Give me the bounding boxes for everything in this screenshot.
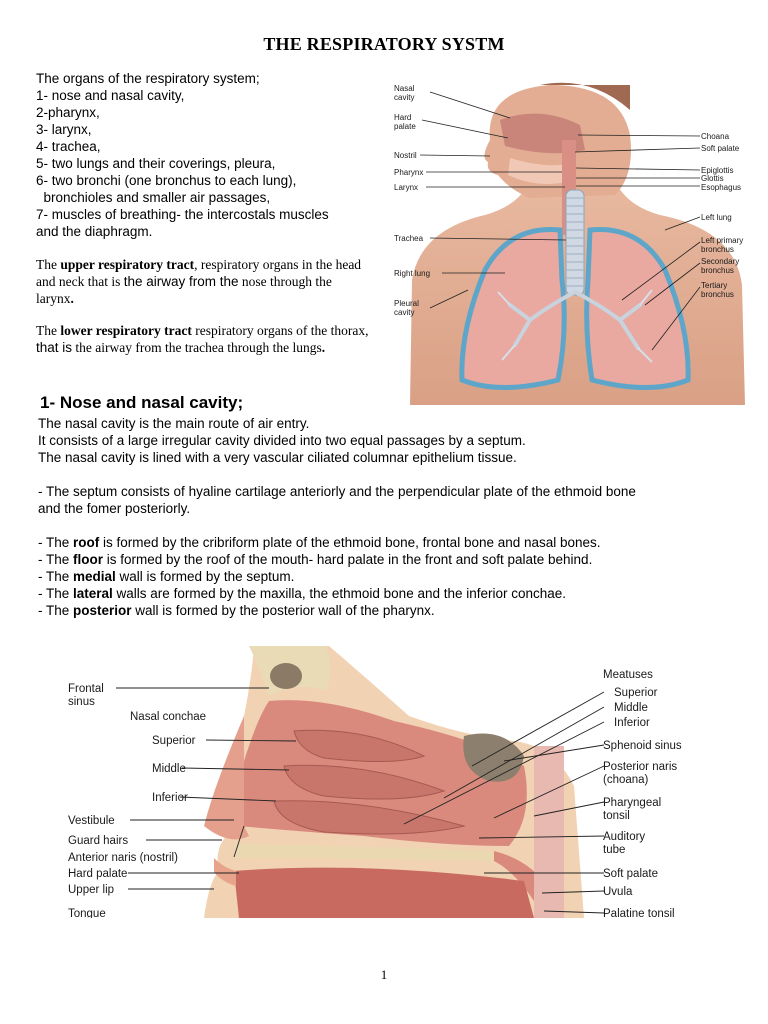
label-soft-palate: Soft palate: [701, 144, 740, 153]
label-tertiary-bronchus-2: bronchus: [701, 290, 734, 299]
label-hard-palate-2: palate: [394, 122, 416, 131]
label-frontal-sinus: Frontal: [68, 683, 104, 695]
label-meatus-superior: Superior: [614, 687, 658, 699]
organ-item: bronchioles and smaller air passages,: [36, 190, 271, 205]
section-heading: 1- Nose and nasal cavity;: [40, 393, 244, 412]
label-epiglottis: Epiglottis: [701, 166, 733, 175]
organs-list: The organs of the respiratory system; 1-…: [36, 70, 376, 240]
lower-term: lower respiratory tract: [60, 323, 192, 338]
label-sphenoid-sinus: Sphenoid sinus: [603, 740, 682, 752]
septum-line: - The septum consists of hyaline cartila…: [38, 484, 636, 499]
organ-item: 5- two lungs and their coverings, pleura…: [36, 156, 276, 171]
upper-end: .: [70, 291, 74, 306]
wall-lateral: - The lateral walls are formed by the ma…: [38, 586, 567, 601]
lower-end: .: [321, 340, 326, 355]
label-pharyngeal-tonsil: Pharyngeal: [603, 797, 661, 809]
septum-line: and the fomer posteriorly.: [38, 501, 191, 516]
label-vestibule: Vestibule: [68, 815, 115, 827]
organ-item: 6- two bronchi (one bronchus to each lun…: [36, 173, 297, 188]
label-meatuses: Meatuses: [603, 669, 653, 681]
label-pleural-cavity: Pleural: [394, 299, 419, 308]
nasal-cavity-text: The nasal cavity is the main route of ai…: [38, 415, 738, 619]
label-left-lung: Left lung: [701, 213, 732, 222]
label-nostril: Nostril: [394, 151, 417, 160]
upper-text2: the airway from the: [123, 274, 239, 289]
label-glottis: Glottis: [701, 174, 724, 183]
label-nasal-cavity-2: cavity: [394, 93, 414, 102]
upper-text1: , respiratory organs in the head and nec…: [36, 257, 362, 289]
lower-text3: the airway from the trachea through the …: [72, 340, 322, 355]
label-pharynx: Pharynx: [394, 168, 423, 177]
upper-tract-paragraph: The upper respiratory tract, respiratory…: [36, 256, 366, 307]
nasal-line: The nasal cavity is lined with a very va…: [38, 450, 517, 465]
wall-floor: - The floor is formed by the roof of the…: [38, 552, 593, 567]
label-anterior-naris: Anterior naris (nostril): [68, 852, 178, 864]
label-trachea: Trachea: [394, 234, 424, 243]
label-uvula: Uvula: [603, 886, 633, 898]
label-palatine-tonsil: Palatine tonsil: [603, 908, 675, 918]
organ-item: 1- nose and nasal cavity,: [36, 88, 185, 103]
label-pleural-cavity-2: cavity: [394, 308, 414, 317]
label-choana: Choana: [701, 132, 730, 141]
organs-intro: The organs of the respiratory system;: [36, 71, 260, 86]
label-nasal-conchae: Nasal conchae: [130, 711, 206, 723]
label-guard-hairs: Guard hairs: [68, 835, 128, 847]
respiratory-system-figure: Nasal cavity Hard palate Nostril Pharynx…: [394, 82, 745, 405]
label-larynx: Larynx: [394, 183, 418, 192]
lower-text2: that is: [36, 340, 73, 355]
label-secondary-bronchus: Secondary: [701, 257, 739, 266]
label-meatus-middle: Middle: [614, 702, 648, 714]
label-secondary-bronchus-2: bronchus: [701, 266, 734, 275]
label-hard-palate: Hard: [394, 113, 411, 122]
label-concha-inferior: Inferior: [152, 792, 188, 804]
label-esophagus: Esophagus: [701, 183, 741, 192]
lower-text1: respiratory organs of the thorax,: [191, 323, 369, 338]
label-pharyngeal-tonsil-2: tonsil: [603, 810, 630, 822]
wall-medial: - The medial wall is formed by the septu…: [38, 569, 295, 584]
label-meatus-inferior: Inferior: [614, 717, 650, 729]
label-concha-middle: Middle: [152, 763, 186, 775]
organ-item: and the diaphragm.: [36, 224, 153, 239]
label-nasal-cavity: Nasal: [394, 84, 415, 93]
organ-item: 7- muscles of breathing- the intercostal…: [36, 207, 329, 222]
label-frontal-sinus-2: sinus: [68, 696, 95, 708]
label-tertiary-bronchus: Tertiary: [701, 281, 727, 290]
label-posterior-naris-2: (choana): [603, 774, 649, 786]
nasal-line: The nasal cavity is the main route of ai…: [38, 416, 310, 431]
label-soft-palate-2: Soft palate: [603, 868, 658, 880]
page-number: 1: [380, 967, 388, 982]
nasal-line: It consists of a large irregular cavity …: [38, 433, 526, 448]
organ-item: 3- larynx,: [36, 122, 92, 137]
upper-prefix: The: [36, 257, 61, 272]
label-posterior-naris: Posterior naris: [603, 761, 677, 773]
label-hard-palate-2: Hard palate: [68, 868, 127, 880]
wall-posterior: - The posterior wall is formed by the po…: [38, 603, 435, 618]
label-concha-superior: Superior: [152, 735, 196, 747]
label-left-primary-bronchus: Left primary: [701, 236, 743, 245]
organ-item: 2-pharynx,: [36, 105, 100, 120]
label-right-lung: Right lung: [394, 269, 430, 278]
label-left-primary-bronchus-2: bronchus: [701, 245, 734, 254]
label-upper-lip: Upper lip: [68, 884, 114, 896]
lower-tract-paragraph: The lower respiratory tract respiratory …: [36, 322, 371, 356]
wall-roof: - The roof is formed by the cribriform p…: [38, 535, 601, 550]
lower-prefix: The: [36, 323, 61, 338]
label-tongue: Tongue: [68, 908, 106, 918]
upper-term: upper respiratory tract: [60, 257, 195, 272]
label-auditory-tube: Auditory: [603, 831, 645, 843]
organ-item: 4- trachea,: [36, 139, 101, 154]
page-title: THE RESPIRATORY SYSTM: [263, 34, 505, 54]
upper-text3: nose through the larynx: [36, 274, 332, 306]
label-auditory-tube-2: tube: [603, 844, 625, 856]
nasal-cavity-figure: Frontal sinus Nasal conchae Superior Mid…: [68, 646, 682, 918]
